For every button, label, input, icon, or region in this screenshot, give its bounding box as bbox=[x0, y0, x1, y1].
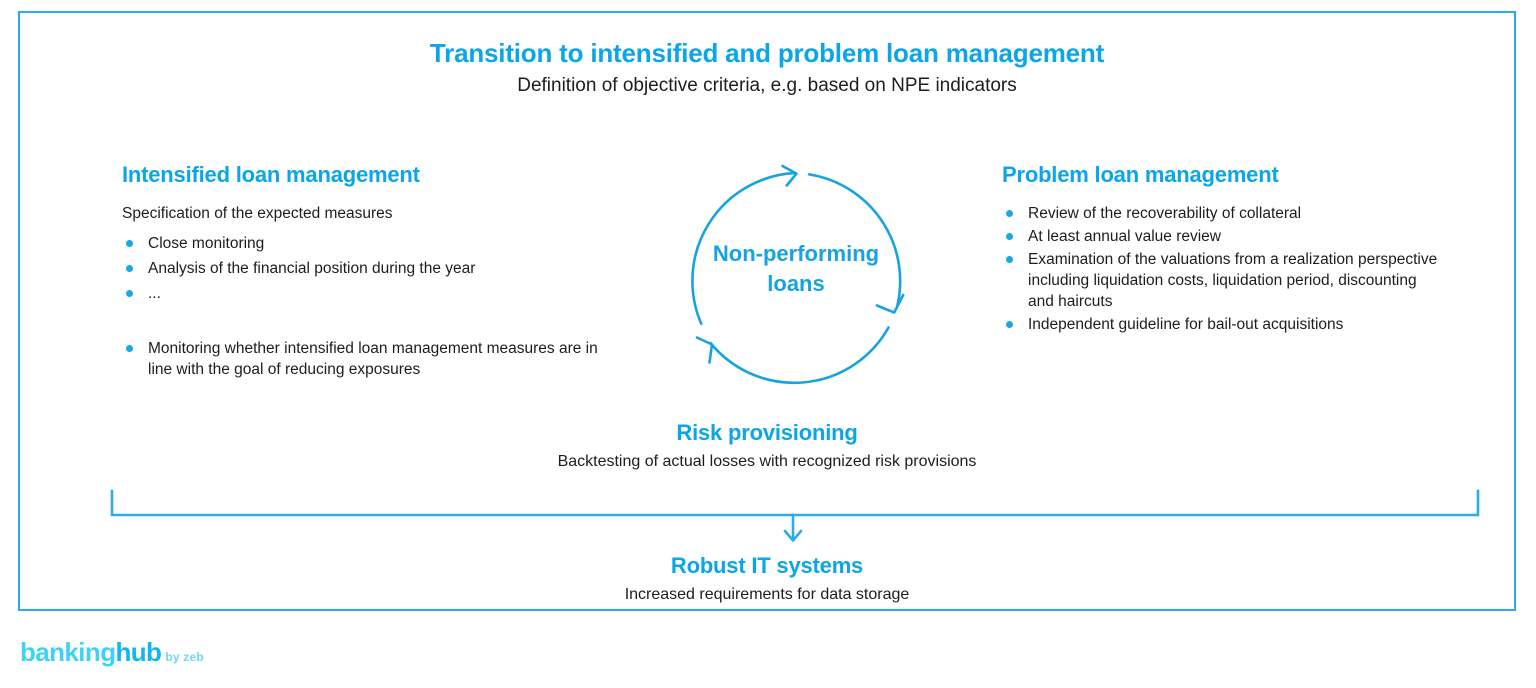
logo-text-hub: hub bbox=[115, 637, 162, 667]
risk-provisioning-subtitle: Backtesting of actual losses with recogn… bbox=[557, 453, 977, 470]
list-item: Review of the recoverability of collater… bbox=[1002, 203, 1442, 224]
logo-text-byzeb: by zeb bbox=[165, 650, 204, 664]
page-title: Transition to intensified and problem lo… bbox=[429, 38, 1105, 68]
cycle-arc-left bbox=[691, 171, 796, 326]
top-heading-block: Transition to intensified and problem lo… bbox=[20, 37, 1514, 99]
left-column-title: Intensified loan management bbox=[122, 162, 420, 187]
left-column-lead: Specification of the expected measures bbox=[122, 205, 393, 222]
cycle-arc-bottom bbox=[709, 326, 890, 385]
list-item: Examination of the valuations from a rea… bbox=[1002, 249, 1442, 312]
down-arrow-head bbox=[783, 529, 803, 542]
list-item: Analysis of the financial position durin… bbox=[122, 258, 622, 279]
bracket-and-down-arrow-icon bbox=[110, 489, 1480, 542]
page-subtitle: Definition of objective criteria, e.g. b… bbox=[517, 75, 1017, 96]
list-item: At least annual value review bbox=[1002, 226, 1442, 247]
diagram-frame: Transition to intensified and problem lo… bbox=[18, 11, 1516, 611]
cycle-arrowhead-top bbox=[781, 164, 798, 187]
logo-text-banking: banking bbox=[20, 637, 116, 667]
left-column-bullet-list: Close monitoring Analysis of the financi… bbox=[122, 233, 622, 380]
bracket-path bbox=[110, 489, 1480, 517]
cycle-arrows-icon bbox=[691, 164, 905, 385]
list-item: ... bbox=[122, 283, 622, 304]
it-systems-title: Robust IT systems bbox=[670, 553, 864, 578]
right-column-title: Problem loan management bbox=[1002, 162, 1279, 187]
risk-provisioning-title: Risk provisioning bbox=[676, 420, 858, 445]
list-item: Monitoring whether intensified loan mana… bbox=[122, 338, 622, 380]
list-item: Close monitoring bbox=[122, 233, 622, 254]
problem-loan-management-column: Problem loan management Review of the re… bbox=[1002, 161, 1442, 337]
it-systems-subtitle: Increased requirements for data storage bbox=[624, 586, 910, 603]
cycle-arrowhead-left bbox=[695, 336, 714, 364]
intensified-loan-management-column: Intensified loan management Specificatio… bbox=[122, 161, 622, 384]
non-performing-loans-cycle: Non-performing loans bbox=[660, 145, 932, 417]
cycle-arrowhead-right bbox=[875, 293, 905, 314]
right-column-bullet-list: Review of the recoverability of collater… bbox=[1002, 203, 1442, 335]
bracket-connector bbox=[100, 481, 1490, 543]
robust-it-systems-block: Robust IT systems Increased requirements… bbox=[20, 551, 1514, 607]
cycle-arc-right bbox=[807, 173, 902, 307]
risk-provisioning-block: Risk provisioning Backtesting of actual … bbox=[20, 418, 1514, 474]
list-item: Independent guideline for bail-out acqui… bbox=[1002, 314, 1442, 335]
